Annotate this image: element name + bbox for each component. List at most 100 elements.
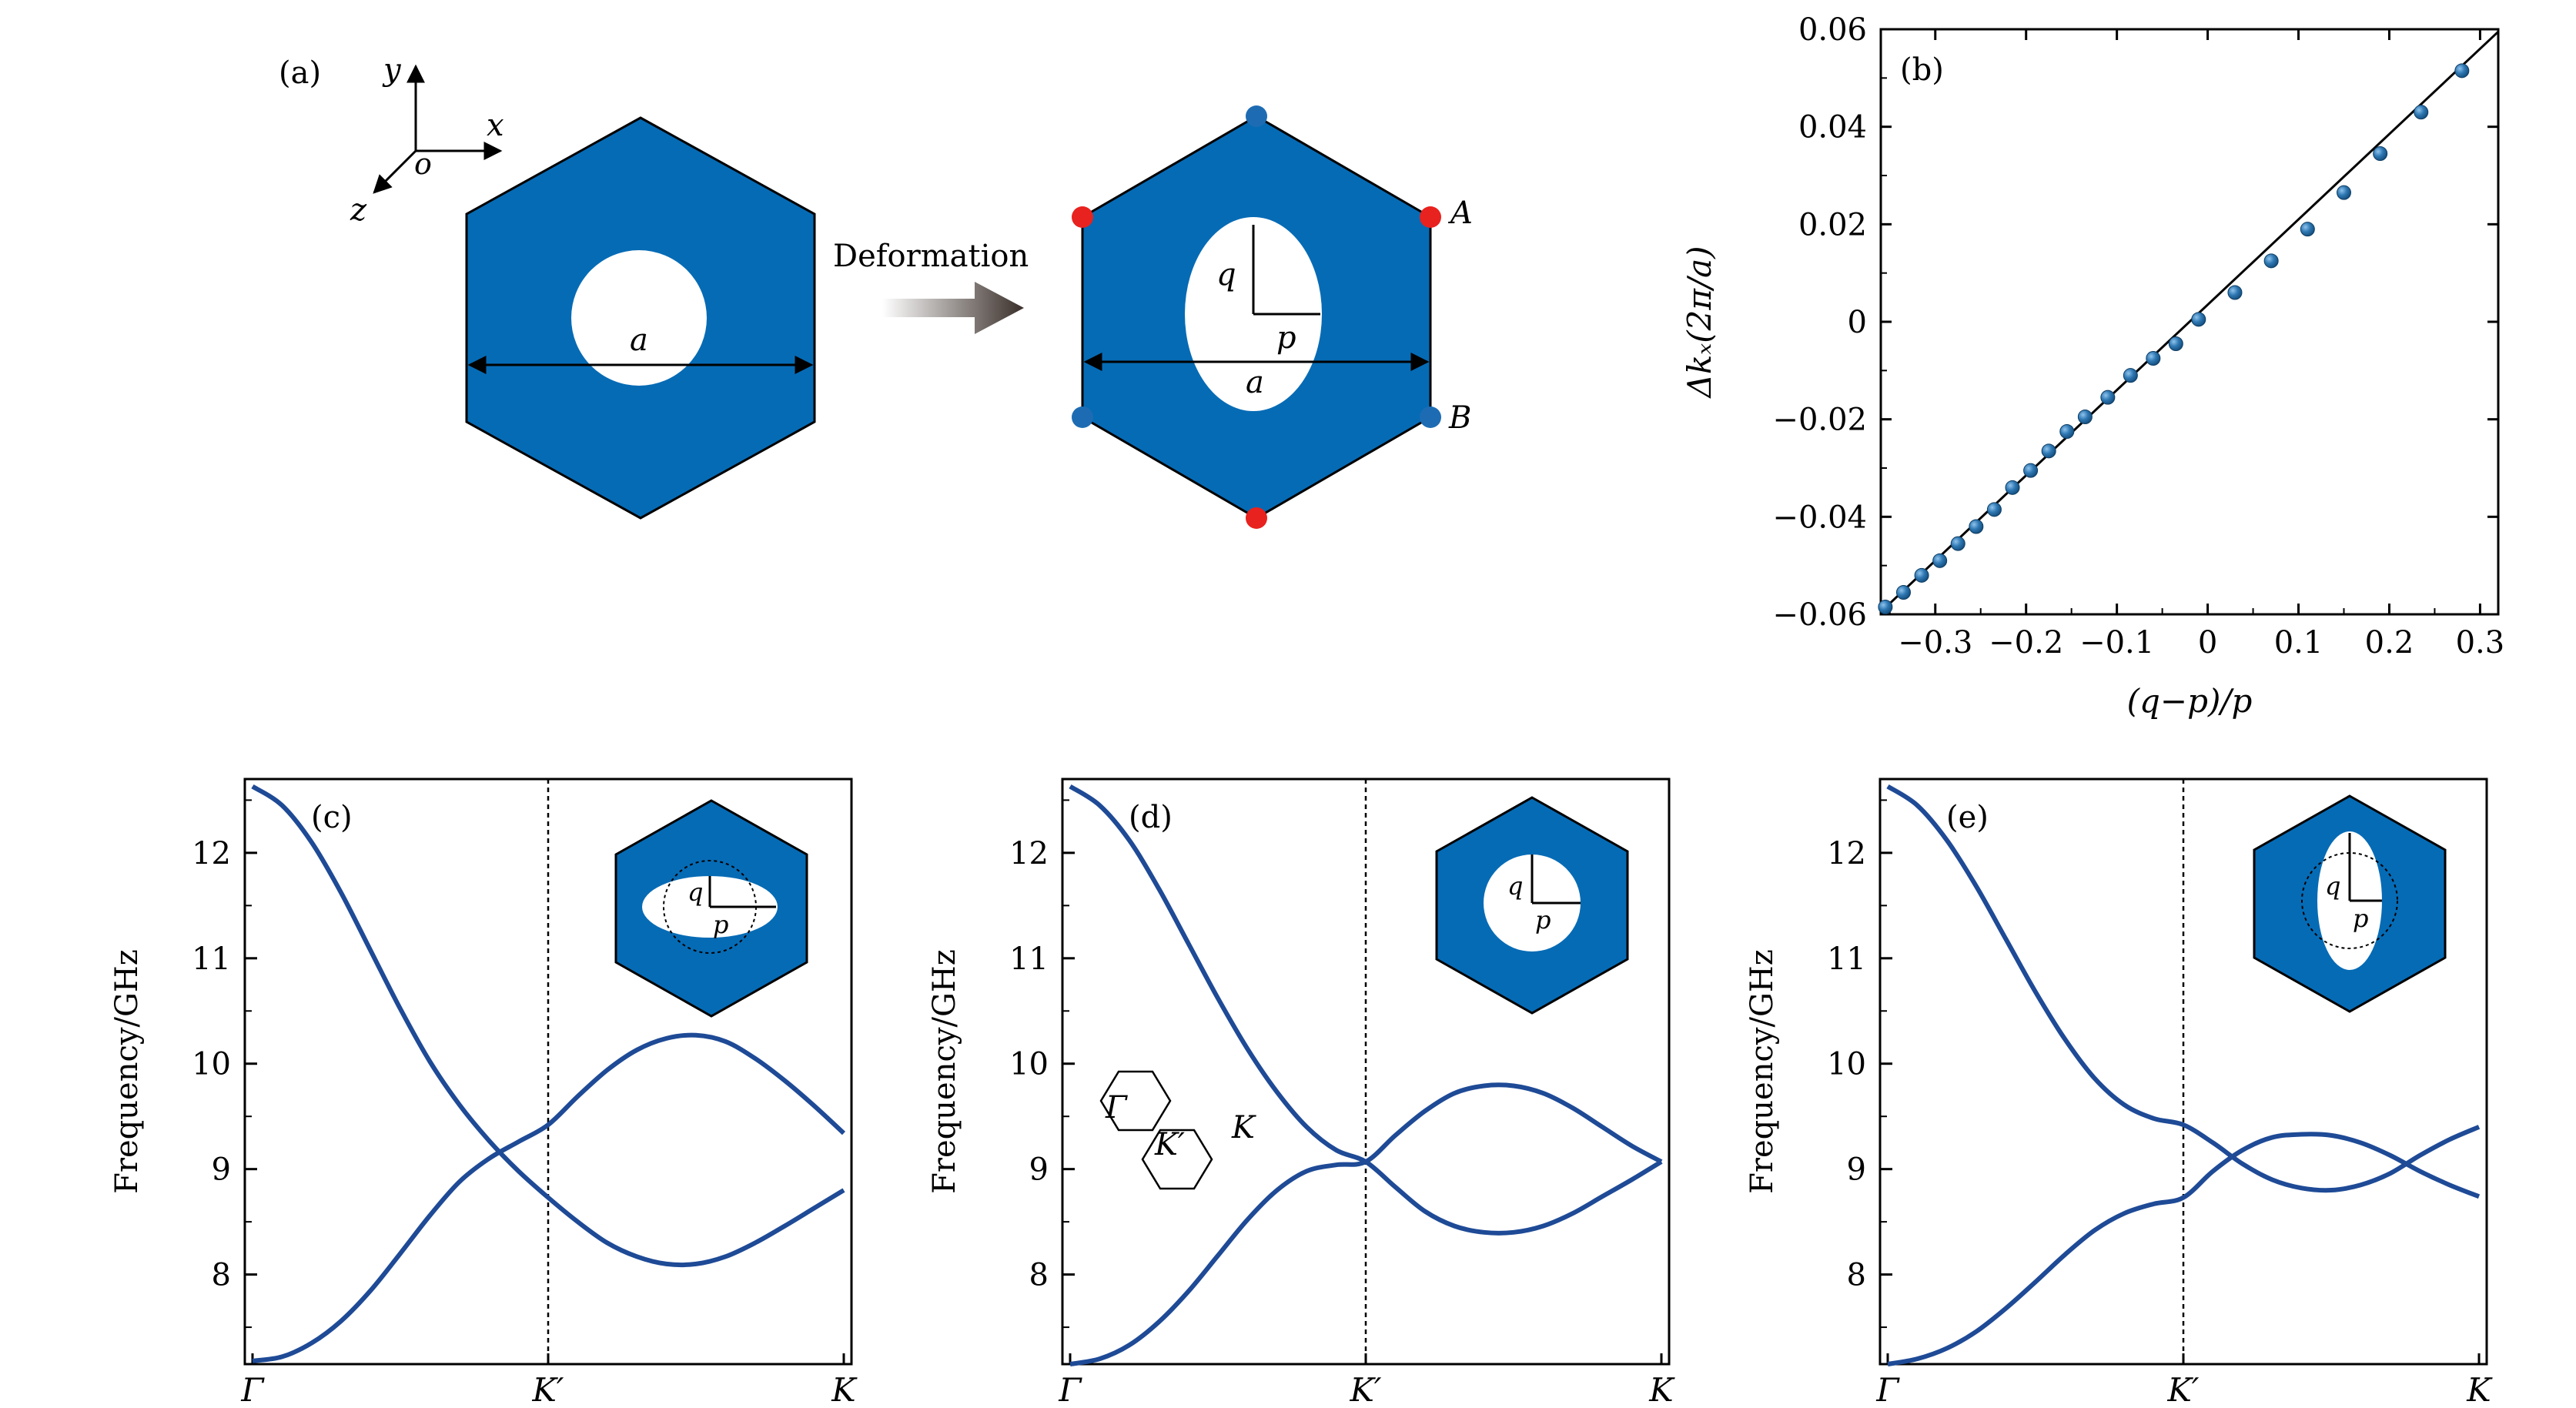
panel-d-ytick-label: 8 <box>1029 1258 1049 1293</box>
panel-b-data-point <box>2059 424 2075 439</box>
panel-b-xtick-label: 0.2 <box>2365 625 2414 661</box>
panel-b-data-point <box>2146 351 2161 366</box>
panel-b-data-point <box>2263 253 2279 269</box>
panel-b-data-point <box>1895 585 1911 600</box>
panel-b-ytick-label: −0.06 <box>1772 597 1867 633</box>
panel-e-band-2 <box>1887 1132 2481 1366</box>
inset-d-p-label: p <box>1535 905 1551 935</box>
inset-d-q-label: q <box>1507 871 1523 901</box>
lattice-constant-label: a <box>630 323 648 358</box>
panel-d-xtick-label: K′ <box>1350 1371 1382 1408</box>
panel-c-inset: q p <box>614 799 808 1018</box>
panel-b-points <box>1878 63 2470 614</box>
panel-b-label: (b) <box>1900 52 1944 88</box>
deformation-label: Deformation <box>833 239 1029 274</box>
panel-b-xtick-label: −0.3 <box>1898 625 1972 661</box>
panel-a-label: (a) <box>279 55 321 91</box>
panel-e-ytick-label: 11 <box>1827 941 1866 977</box>
panel-c-xtick-label: Γ <box>240 1371 265 1408</box>
panel-e-ytick-label: 8 <box>1847 1258 1866 1293</box>
panel-c-plot: 8 9 10 11 12Γ K′ K Frequency/GHz <box>109 779 858 1408</box>
panel-c-ylabel: Frequency/GHz <box>109 949 145 1194</box>
panel-b-data-point <box>2077 410 2093 424</box>
panel-e-label: (e) <box>1946 800 1989 835</box>
bz-kprime-label: K′ <box>1154 1127 1185 1162</box>
panel-b-ytick-label: −0.04 <box>1772 500 1867 535</box>
panel-c-ytick-label: 8 <box>212 1258 231 1293</box>
panel-b-ytick-label: 0.02 <box>1798 207 1867 242</box>
panel-d-band-2 <box>1069 1082 1663 1366</box>
brillouin-zone-sketch <box>1099 1070 1213 1190</box>
panel-b-ylabel: Δkₓ(2π/a) <box>1681 246 1718 400</box>
circular-hole <box>571 250 707 386</box>
panel-b-data-point <box>2191 312 2206 327</box>
panel-e-ytick-label: 10 <box>1827 1047 1866 1082</box>
corner-marker-top <box>1246 105 1267 127</box>
deformed-lattice-constant-label: a <box>1246 365 1264 400</box>
bz-gamma-label: Γ <box>1105 1090 1128 1125</box>
panel-d-ytick-label: 10 <box>1009 1047 1049 1082</box>
panel-d-label: (d) <box>1129 800 1173 835</box>
corner-marker-upper-left <box>1072 206 1093 228</box>
panel-c-ytick-label: 11 <box>192 941 231 977</box>
corner-A-label: A <box>1447 196 1473 231</box>
panel-b-data-point <box>2023 463 2039 478</box>
panel-e-ylabel: Frequency/GHz <box>1745 949 1780 1194</box>
panel-b-ytick-label: 0.06 <box>1798 12 1867 48</box>
panel-d-xtick-label: Γ <box>1058 1371 1082 1408</box>
panel-e-band-1 <box>1886 784 2481 1193</box>
panel-c-xtick-label: K′ <box>532 1371 564 1408</box>
panel-b-data-point <box>2005 480 2020 495</box>
panel-a: (a) y x z o a Deformation q p a <box>279 52 1473 529</box>
coordinate-axes <box>373 64 503 194</box>
panel-c-band-2 <box>252 1032 846 1363</box>
axis-y-label: y <box>382 52 402 88</box>
panel-b-ytick-label: 0 <box>1848 305 1867 340</box>
panel-d: (d) q p Γ K′ K <box>1061 778 1671 1366</box>
panel-e-xtick-label: K <box>2466 1371 2493 1408</box>
panel-b-data-point <box>2123 368 2138 383</box>
panel-b-data-point <box>2414 105 2429 120</box>
panel-e: (e) q p <box>1878 778 2488 1366</box>
panel-e-inset: q p <box>2253 794 2447 1013</box>
deformation-arrow <box>882 282 1024 334</box>
panel-b-data-point <box>1932 553 1948 568</box>
axis-z-label: z <box>350 192 367 228</box>
panel-c-label: (c) <box>311 800 353 835</box>
bz-k-label: K <box>1231 1110 1256 1145</box>
panel-d-ylabel: Frequency/GHz <box>927 949 962 1194</box>
inset-e-q-label: q <box>2325 871 2340 901</box>
panel-c-ytick-label: 10 <box>192 1047 231 1082</box>
panel-e-ytick-label: 12 <box>1827 836 1866 871</box>
panel-c-ytick-label: 9 <box>212 1152 231 1188</box>
panel-b-xtick-label: −0.1 <box>2079 625 2154 661</box>
panel-d-ytick-label: 9 <box>1029 1152 1049 1188</box>
origin-label: o <box>414 147 432 181</box>
panel-b-fit-line <box>1879 31 2500 613</box>
panel-b-xlabel: (q−p)/p <box>2127 682 2253 720</box>
panel-b-xtick-label: −0.2 <box>1989 625 2063 661</box>
inset-c-q-label: q <box>687 878 703 907</box>
panel-e-xtick-label: K′ <box>2167 1371 2200 1408</box>
panel-b-data-point <box>2227 285 2243 300</box>
panel-b-data-point <box>1950 536 1965 551</box>
corner-marker-upper-right <box>1420 206 1441 228</box>
z-axis-arrow <box>373 149 417 194</box>
panel-b-data-point <box>2100 390 2116 405</box>
inset-e-p-label: p <box>2353 904 2368 933</box>
panel-c: (c) q p <box>243 778 853 1366</box>
panel-b-data-point <box>2041 443 2056 459</box>
panel-b-data-point <box>1986 502 2002 517</box>
panel-b-data-point <box>2454 63 2470 79</box>
inset-c-p-label: p <box>713 910 728 939</box>
bz-hexagon-k <box>1141 1129 1213 1190</box>
panel-d-xtick-label: K <box>1648 1371 1675 1408</box>
panel-c-xtick-label: K <box>831 1371 858 1408</box>
panel-c-ytick-label: 12 <box>192 836 231 871</box>
panel-b-data-point <box>1878 600 1893 614</box>
semi-axis-q-label: q <box>1216 257 1236 293</box>
